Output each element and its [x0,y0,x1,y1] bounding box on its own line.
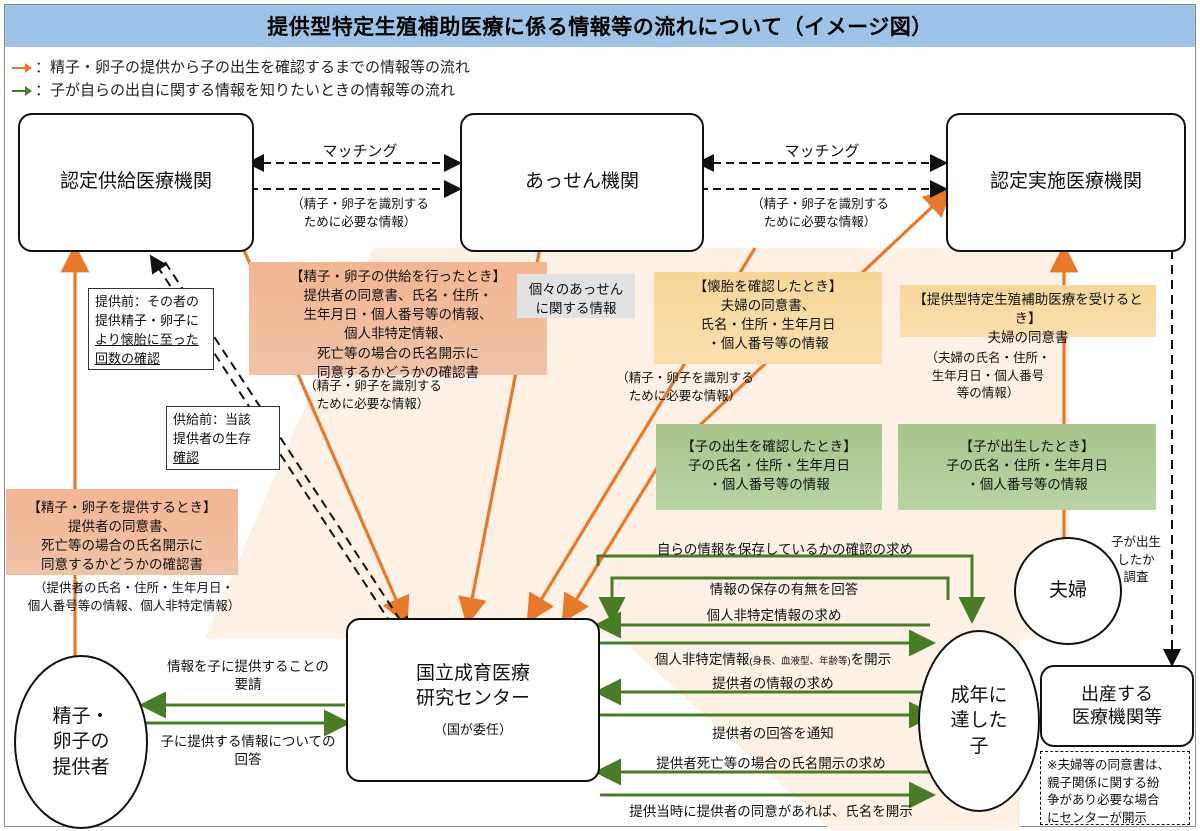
callout-pre-donation: 提供前：その者の 提供精子・卵子に より懐胎に至った 回数の確認 [88,288,214,370]
node-impl-clinic-label: 認定実施医療機関 [989,171,1142,193]
node-center-sublabel: （国が委任） [433,722,512,738]
infobox-supply-event-caption: （精子・卵子を識別する ために必要な情報） [304,379,442,411]
label-center-notify-donor-reply: 提供者の回答を通知 [712,726,834,741]
infobox-donate-caption: （提供者の氏名・住所・生年月日・ 個人番号等の情報、個人非特定情報） [27,581,241,613]
legend-item-orange: ：精子・卵子の提供から子の出生を確認するまでの情報等の流れ [12,56,470,79]
infobox-birth-confirm-event: 【子の出生を確認したとき】 子の氏名・住所・生年月日 ・個人番号等の情報 [656,424,882,510]
node-center[interactable]: 国立成育医療 研究センター （国が委任） [346,618,600,782]
node-impl-clinic[interactable]: 認定実施医療機関 [946,113,1186,252]
matching-label-right: マッチング [784,143,860,160]
label-center-disclose-name: 提供当時に提供者の同意があれば、氏名を開示 [629,804,913,819]
orange-arrow-icon [12,62,34,74]
label-child-request-storage: 自らの情報を保存しているかの確認の求め [656,542,914,557]
infobox-donate-event: 【精子・卵子を提供するとき】 提供者の同意書、 死亡等の場合の氏名開示に 同意す… [6,489,238,575]
legend-label-green: ：子が自らの出自に関する情報を知りたいときの情報等の流れ [35,82,456,100]
node-supply-clinic-label: 認定供給医療機関 [59,171,212,193]
node-birth-clinic-label: 出産する 医療機関等 [1072,683,1162,727]
infobox-supply-event: 【精子・卵子の供給を行ったとき】 提供者の同意書、氏名・住所・ 生年月日・個人番… [249,262,547,380]
node-broker[interactable]: あっせん機関 [460,113,704,252]
page-title: 提供型特定生殖補助医療に係る情報等の流れについて（イメージ図） [5,5,1195,47]
infobox-conception-event: 【懐胎を確認したとき】 夫婦の同意書、 氏名・住所・生年月日 ・個人番号等の情報 [654,272,882,364]
matching-label-left: マッチング [322,143,398,160]
node-adult-child[interactable]: 成年に 達した 子 [918,630,1040,812]
infobox-treatment-event: 【提供型特定生殖補助医療を受けるとき】 夫婦の同意書 [900,285,1156,345]
infobox-conception-caption: （精子・卵子を識別する ために必要な情報） [616,371,754,403]
node-adult-child-label: 成年に 達した 子 [950,685,1008,757]
node-center-label: 国立成育医療 研究センター [415,662,530,709]
callout-footnote: ※夫婦等の同意書は、 親子関係に関する紛 争があり必要な場合 にセンターが開示 [1040,751,1190,825]
legend-item-green: ：子が自らの出自に関する情報を知りたいときの情報等の流れ [12,79,470,102]
node-donor-label: 精子・ 卵子の 提供者 [52,706,110,778]
infobox-birth-event: 【子が出生したとき】 子の氏名・住所・生年月日 ・個人番号等の情報 [898,424,1156,510]
infobox-treatment-caption: （夫婦の氏名・住所・ 生年月日・個人番号 等の情報） [925,351,1051,400]
label-child-request-donor-info: 提供者の情報の求め [712,676,834,691]
label-center-disclose-nonid: 個人非特定情報(身長、血液型、年齢等)を開示 [654,652,892,667]
node-donor[interactable]: 精子・ 卵子の 提供者 [14,655,148,829]
page-title-text: 提供型特定生殖補助医療に係る情報等の流れについて（イメージ図） [267,16,933,39]
node-supply-clinic[interactable]: 認定供給医療機関 [18,113,254,252]
node-broker-label: あっせん機関 [524,171,639,193]
label-center-reply-storage: 情報の保存の有無を回答 [709,582,859,597]
callout-birth-survey: 子が出生 したか 調査 [1110,535,1161,584]
label-donor-request: 情報を子に提供することの 要請 [167,659,329,693]
green-arrow-icon [12,85,34,97]
matching-sub-right: （精子・卵子を識別する ために必要な情報） [751,197,889,229]
legend: ：精子・卵子の提供から子の出生を確認するまでの情報等の流れ ：子が自らの出自に関… [12,56,470,103]
label-donor-reply: 子に提供する情報についての 回答 [160,734,336,768]
node-couple-label: 夫婦 [1048,580,1087,602]
callout-pre-supply: 供給前：当該 提供者の生存 確認 [166,406,280,470]
label-child-request-name: 提供者死亡等の場合の氏名開示の求め [656,756,886,771]
page-border [4,4,1196,827]
node-birth-clinic[interactable]: 出産する 医療機関等 [1040,665,1194,747]
matching-sub-left: （精子・卵子を識別する ために必要な情報） [291,197,429,229]
infobox-brokerage-info: 個々のあっせん に関する情報 [517,274,635,318]
legend-label-orange: ：精子・卵子の提供から子の出生を確認するまでの情報等の流れ [35,59,471,76]
label-child-request-nonid: 個人非特定情報の求め [706,608,842,623]
node-couple[interactable]: 夫婦 [1014,537,1122,645]
